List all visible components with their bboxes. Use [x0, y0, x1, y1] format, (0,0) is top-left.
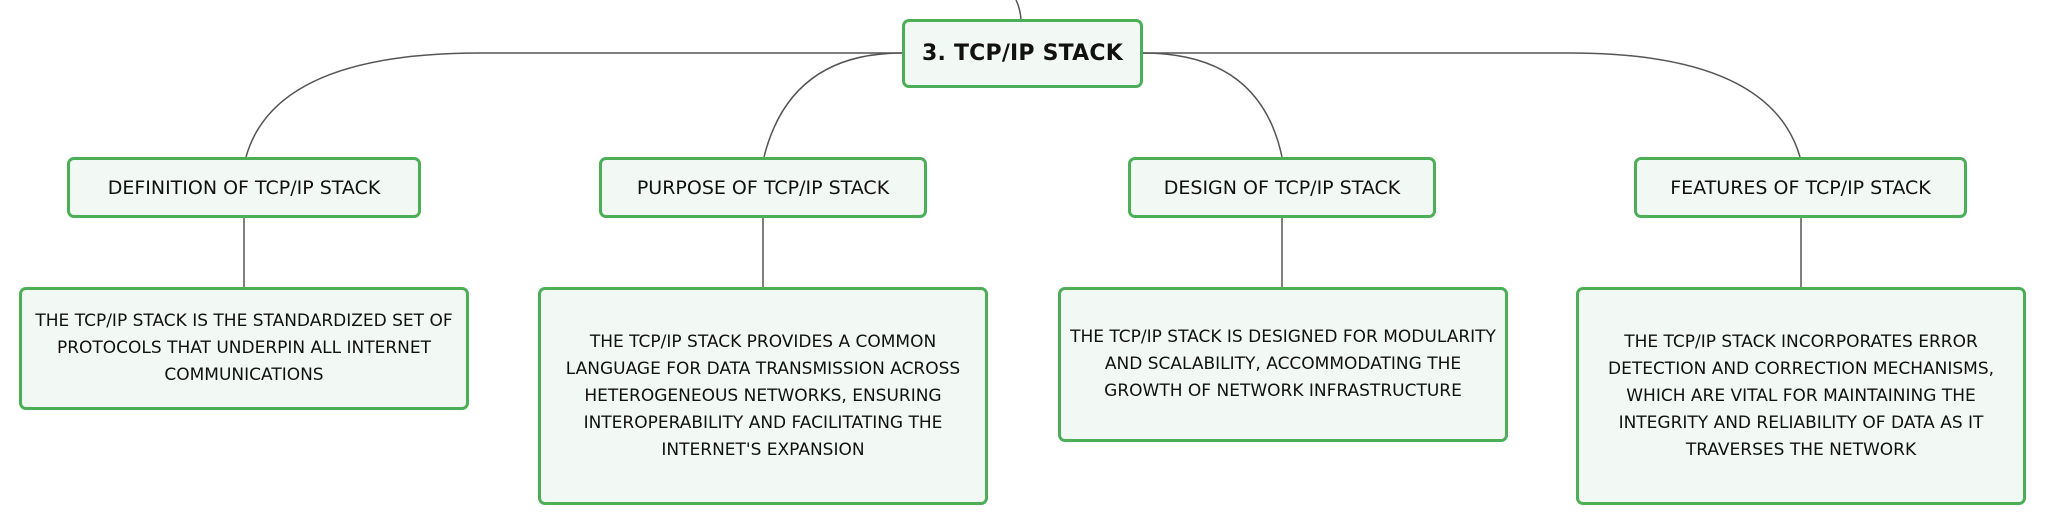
features-detail-node[interactable]: THE TCP/IP STACK INCORPORATES ERROR DETE… — [1576, 287, 2026, 505]
parent-connector — [1015, 0, 1022, 20]
purpose-detail-text: THE TCP/IP STACK PROVIDES A COMMON LANGU… — [565, 331, 961, 460]
definition-detail-text: THE TCP/IP STACK IS THE STANDARDIZED SET… — [35, 311, 453, 385]
definition-detail-node[interactable]: THE TCP/IP STACK IS THE STANDARDIZED SET… — [19, 287, 469, 410]
design-label: DESIGN OF TCP/IP STACK — [1163, 176, 1401, 199]
design-detail-text: THE TCP/IP STACK IS DESIGNED FOR MODULAR… — [1070, 327, 1496, 401]
purpose-detail-node[interactable]: THE TCP/IP STACK PROVIDES A COMMON LANGU… — [538, 287, 988, 505]
features-detail-text: THE TCP/IP STACK INCORPORATES ERROR DETE… — [1607, 331, 1995, 460]
connector-root-definition — [245, 52, 902, 158]
features-label: FEATURES OF TCP/IP STACK — [1670, 176, 1931, 199]
purpose-label: PURPOSE OF TCP/IP STACK — [636, 176, 890, 199]
connector-root-purpose — [763, 52, 903, 158]
design-node[interactable]: DESIGN OF TCP/IP STACK — [1128, 157, 1436, 218]
connector-root-design — [1142, 52, 1283, 158]
features-node[interactable]: FEATURES OF TCP/IP STACK — [1634, 157, 1967, 218]
root-node[interactable]: 3. TCP/IP STACK — [902, 19, 1143, 88]
root-label: 3. TCP/IP STACK — [922, 41, 1123, 66]
definition-label: DEFINITION OF TCP/IP STACK — [107, 176, 381, 199]
design-detail-node[interactable]: THE TCP/IP STACK IS DESIGNED FOR MODULAR… — [1058, 287, 1508, 442]
purpose-node[interactable]: PURPOSE OF TCP/IP STACK — [599, 157, 927, 218]
connector-root-features — [1143, 52, 1801, 158]
definition-node[interactable]: DEFINITION OF TCP/IP STACK — [67, 157, 421, 218]
